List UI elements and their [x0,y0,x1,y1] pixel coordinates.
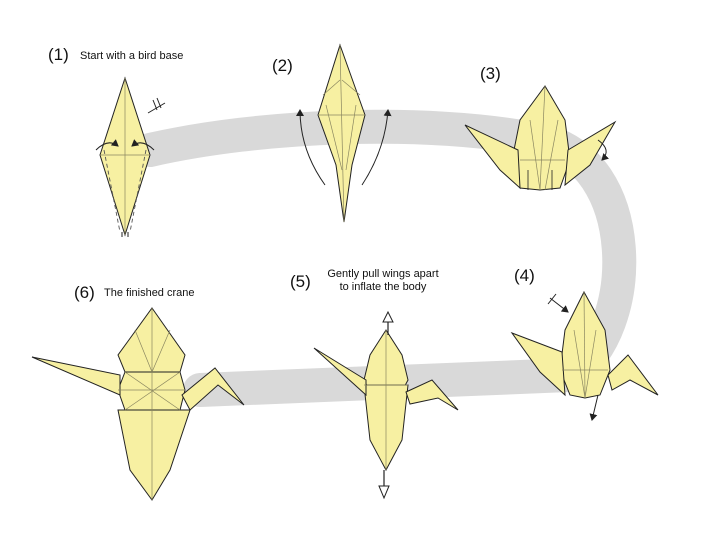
step5-caption-line2: to inflate the body [339,281,427,293]
step4-head-fold-figure [510,290,659,421]
step1-number: (1) [48,45,69,64]
step6-caption: The finished crane [104,287,195,299]
step2-narrowed-figure [296,43,392,223]
step3-number: (3) [480,64,501,83]
step5-caption-line1: Gently pull wings apart [327,268,439,280]
step3-wings-figure [464,85,617,191]
step1-bird-base-figure [95,76,166,237]
step4-number: (4) [514,266,535,285]
step5-caption: Gently pull wings apart to inflate the b… [318,268,448,294]
step1-caption: Start with a bird base [80,50,184,62]
step5-number: (5) [290,272,311,291]
step2-number: (2) [272,56,293,75]
step6-number: (6) [74,283,95,302]
step6-finished-crane-figure [31,307,245,501]
step5-inflate-figure [313,310,459,500]
